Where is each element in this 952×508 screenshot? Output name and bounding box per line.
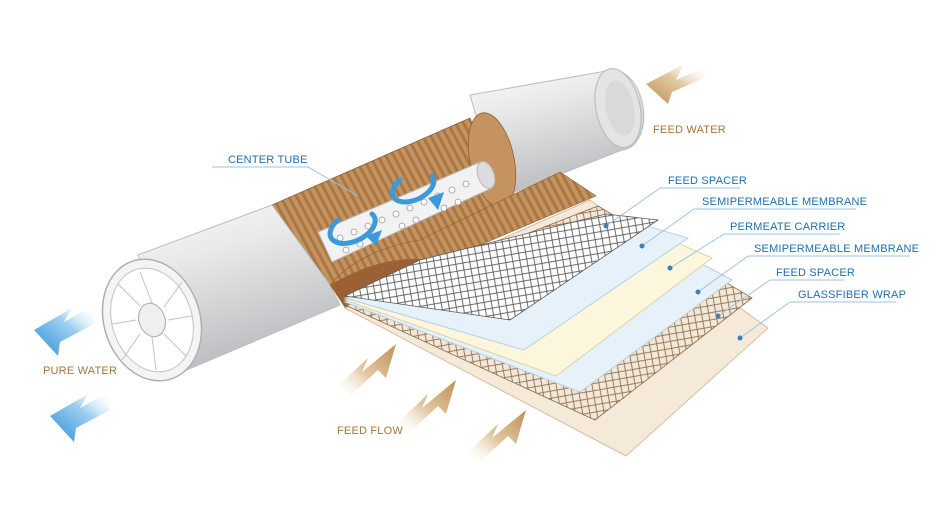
pure-water-arrow-2 — [50, 392, 110, 442]
feed-flow-arrow-3 — [468, 410, 526, 462]
label-pure-water: PURE WATER — [43, 365, 117, 377]
leader-lines — [212, 166, 910, 339]
leader-dots — [603, 223, 743, 341]
feed-water-arrow — [646, 64, 706, 104]
label-feed-water: FEED WATER — [653, 124, 726, 136]
rotation-arrow-right — [389, 173, 444, 210]
label-semipermeable-membrane-bottom: SEMIPERMEABLE MEMBRANE — [754, 243, 919, 255]
rotation-arrow-left — [327, 211, 382, 246]
feed-flow-arrow-2 — [398, 380, 456, 432]
label-feed-spacer-top: FEED SPACER — [668, 175, 747, 187]
label-center-tube: CENTER TUBE — [228, 154, 308, 166]
end-cap — [101, 258, 203, 382]
label-permeate-carrier: PERMEATE CARRIER — [730, 221, 845, 233]
label-feed-flow: FEED FLOW — [337, 425, 403, 437]
feed-flow-arrow-1 — [338, 344, 396, 396]
label-semipermeable-membrane-top: SEMIPERMEABLE MEMBRANE — [702, 196, 867, 208]
layer-feed-spacer-top — [343, 213, 660, 321]
label-glassfiber-wrap: GLASSFIBER WRAP — [798, 289, 906, 301]
label-feed-spacer-bottom: FEED SPACER — [776, 267, 855, 279]
pure-water-arrow-1 — [34, 306, 94, 356]
